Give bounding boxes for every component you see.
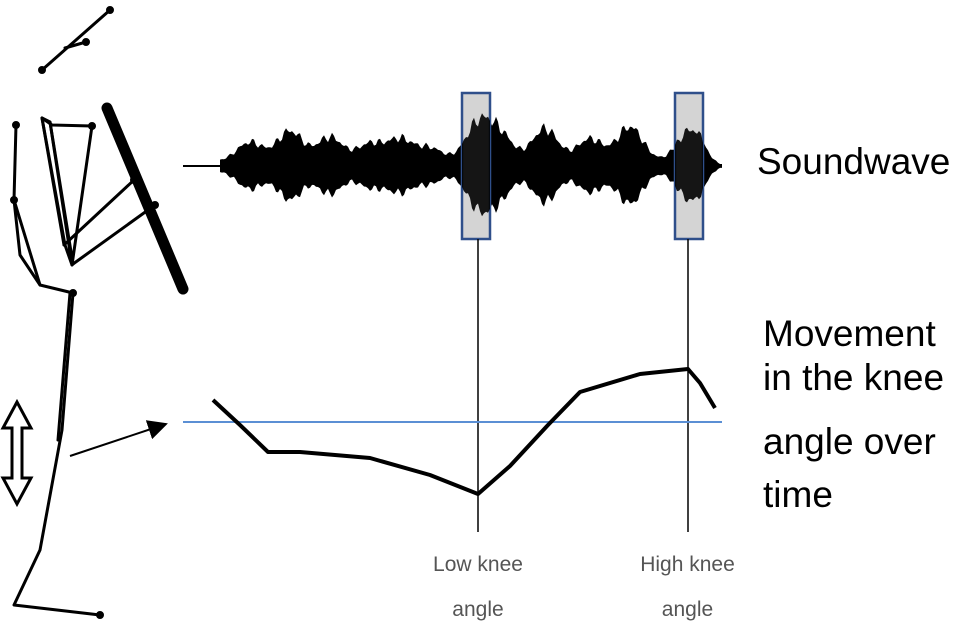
movement-label-line-2: in the knee <box>763 357 945 398</box>
vertical-double-arrow-icon <box>0 398 34 508</box>
pointer-arrow-icon <box>69 420 168 457</box>
high-knee-caption-line-2: angle <box>661 598 714 621</box>
low-knee-caption-line-1: Low knee <box>433 553 523 576</box>
soundwave-label: Soundwave <box>757 141 951 182</box>
low-knee-caption-line-2: angle <box>452 598 504 621</box>
movement-label-line-1: Movement <box>763 313 936 354</box>
high-knee-caption-line-1: High knee <box>640 553 735 576</box>
movement-label-line-3: angle over <box>763 421 936 462</box>
soundwave-graphic <box>183 113 722 217</box>
knee-angle-curve <box>211 367 717 496</box>
movement-label-line-4: time <box>763 474 833 515</box>
stick-figure-skier-icon <box>10 6 189 619</box>
